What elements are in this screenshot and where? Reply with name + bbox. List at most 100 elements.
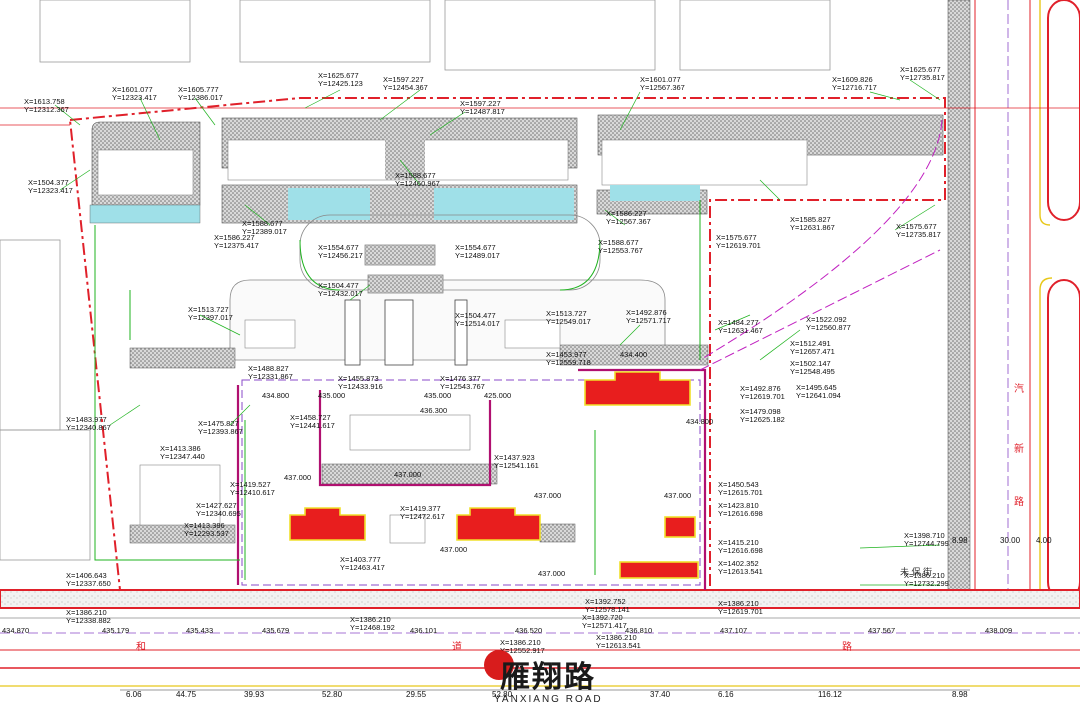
coord-x-label: X=1601.077 bbox=[112, 85, 153, 94]
bottom-dimension-label: 44.75 bbox=[176, 690, 197, 699]
coord-y-label: Y=12323.417 bbox=[28, 186, 73, 195]
coord-x-label: X=1513.727 bbox=[546, 309, 587, 318]
coord-x-label: X=1588.677 bbox=[395, 171, 436, 180]
coord-x-label: X=1437.923 bbox=[494, 453, 535, 462]
coord-x-label: X=1504.477 bbox=[318, 281, 359, 290]
coord-x-label: X=1605.777 bbox=[178, 85, 219, 94]
neighbour-blocks bbox=[0, 0, 831, 561]
coord-y-label: Y=12432.017 bbox=[318, 289, 363, 298]
coord-y-label: Y=12454.367 bbox=[383, 83, 428, 92]
bottom-dimension-label: 6.16 bbox=[718, 690, 734, 699]
elevation-label: 436.810 bbox=[625, 626, 652, 635]
courtyard-buildings bbox=[139, 319, 561, 544]
coord-x-label: X=1386.210 bbox=[596, 633, 637, 642]
right-dimension-label: 4.00 bbox=[1036, 536, 1052, 545]
elevation-label: 437.000 bbox=[284, 473, 311, 482]
coord-x-label: X=1423.810 bbox=[718, 501, 759, 510]
coord-y-label: Y=12433.916 bbox=[338, 382, 383, 391]
bottom-dimension-label: 116.12 bbox=[818, 690, 842, 699]
elevation-label: 435.179 bbox=[102, 626, 129, 635]
coord-y-label: Y=12552.917 bbox=[500, 646, 545, 655]
coord-y-label: Y=12460.967 bbox=[395, 179, 440, 188]
coord-y-label: Y=12331.867 bbox=[248, 372, 293, 381]
coord-x-label: X=1386.210 bbox=[718, 599, 759, 608]
coord-x-label: X=1512.491 bbox=[790, 339, 831, 348]
coord-y-label: Y=12389.017 bbox=[242, 227, 287, 236]
coord-x-label: X=1386.210 bbox=[66, 608, 107, 617]
coord-x-label: X=1479.098 bbox=[740, 407, 781, 416]
red-buildings bbox=[289, 371, 699, 579]
svg-text:路: 路 bbox=[1014, 495, 1024, 508]
elevation-label: 437.000 bbox=[440, 545, 467, 554]
elevation-label: 437.000 bbox=[534, 491, 561, 500]
elevation-label: 435.679 bbox=[262, 626, 289, 635]
coord-y-label: Y=12441.617 bbox=[290, 421, 335, 430]
coord-y-label: Y=12463.417 bbox=[340, 563, 385, 572]
coord-y-label: Y=12567.367 bbox=[640, 83, 685, 92]
bottom-dimension-label: 37.40 bbox=[650, 690, 671, 699]
coord-x-label: X=1502.147 bbox=[790, 359, 831, 368]
coord-y-label: Y=12716.717 bbox=[832, 83, 877, 92]
coord-y-label: Y=12567.367 bbox=[606, 217, 651, 226]
elevation-label: 435.000 bbox=[424, 391, 451, 400]
coord-x-label: X=1492.876 bbox=[740, 384, 781, 393]
elevation-label: 434.870 bbox=[2, 626, 29, 635]
elevation-label: 435.000 bbox=[318, 391, 345, 400]
coord-y-label: Y=12393.867 bbox=[198, 427, 243, 436]
elevation-label: 435.433 bbox=[186, 626, 213, 635]
coord-y-label: Y=12549.017 bbox=[546, 317, 591, 326]
bottom-dimension-label: 8.98 bbox=[952, 690, 968, 699]
coord-x-label: X=1453.977 bbox=[546, 350, 587, 359]
coord-x-label: X=1455.873 bbox=[338, 374, 379, 383]
coord-x-label: X=1601.077 bbox=[640, 75, 681, 84]
coord-y-label: Y=12631.467 bbox=[718, 326, 763, 335]
coord-x-label: X=1585.827 bbox=[790, 215, 831, 224]
coord-y-label: Y=12312.367 bbox=[24, 105, 69, 114]
coord-x-label: X=1415.210 bbox=[718, 538, 759, 547]
coord-x-label: X=1413.386 bbox=[160, 444, 201, 453]
coord-y-label: Y=12657.471 bbox=[790, 347, 835, 356]
coord-y-label: Y=12619.701 bbox=[716, 241, 761, 250]
bottom-dimension-label: 29.55 bbox=[406, 690, 427, 699]
coord-y-label: Y=12340.695 bbox=[196, 509, 241, 518]
coord-x-label: X=1609.826 bbox=[832, 75, 873, 84]
coord-y-label: Y=12456.217 bbox=[318, 251, 363, 260]
leader-lines bbox=[54, 79, 941, 586]
coord-x-label: X=1586.227 bbox=[606, 209, 647, 218]
elevation-label: 436.101 bbox=[410, 626, 437, 635]
coord-y-label: Y=12514.017 bbox=[455, 319, 500, 328]
coord-x-label: X=1522.092 bbox=[806, 315, 847, 324]
bottom-dimension-label: 6.06 bbox=[126, 690, 142, 699]
coord-x-label: X=1419.527 bbox=[230, 480, 271, 489]
svg-text:和: 和 bbox=[136, 641, 146, 653]
coord-x-label: X=1613.758 bbox=[24, 97, 65, 106]
coord-y-label: Y=12548.495 bbox=[790, 367, 835, 376]
coord-y-label: Y=12560.877 bbox=[806, 323, 851, 332]
elevation-label: 436.300 bbox=[420, 406, 447, 415]
site-redline bbox=[68, 97, 946, 591]
svg-text:道: 道 bbox=[452, 640, 462, 653]
right-dimension-label: 30.00 bbox=[1000, 536, 1021, 545]
coord-x-label: X=1488.827 bbox=[248, 364, 289, 373]
inner-boundary bbox=[236, 368, 707, 590]
coord-y-label: Y=12619.701 bbox=[740, 392, 785, 401]
coord-y-label: Y=12613.541 bbox=[718, 567, 763, 576]
green-lines bbox=[94, 200, 701, 580]
coord-x-label: X=1386.210 bbox=[904, 571, 945, 580]
coord-x-label: X=1475.827 bbox=[198, 419, 239, 428]
coord-x-label: X=1484.277 bbox=[718, 318, 759, 327]
elevation-label: 436.520 bbox=[515, 626, 542, 635]
bottom-dimension-label: 39.93 bbox=[244, 690, 265, 699]
coord-y-label: Y=12425.123 bbox=[318, 79, 363, 88]
coord-y-label: Y=12472.617 bbox=[400, 512, 445, 521]
svg-text:新: 新 bbox=[1014, 442, 1024, 455]
coord-y-label: Y=12615.701 bbox=[718, 488, 763, 497]
coord-x-label: X=1554.677 bbox=[455, 243, 496, 252]
coord-x-label: X=1483.977 bbox=[66, 415, 107, 424]
coord-x-label: X=1625.677 bbox=[318, 71, 359, 80]
coord-x-label: X=1392.720 bbox=[582, 613, 623, 622]
road-name-en: YANXIANG ROAD bbox=[494, 694, 603, 705]
coord-y-label: Y=12323.417 bbox=[112, 93, 157, 102]
